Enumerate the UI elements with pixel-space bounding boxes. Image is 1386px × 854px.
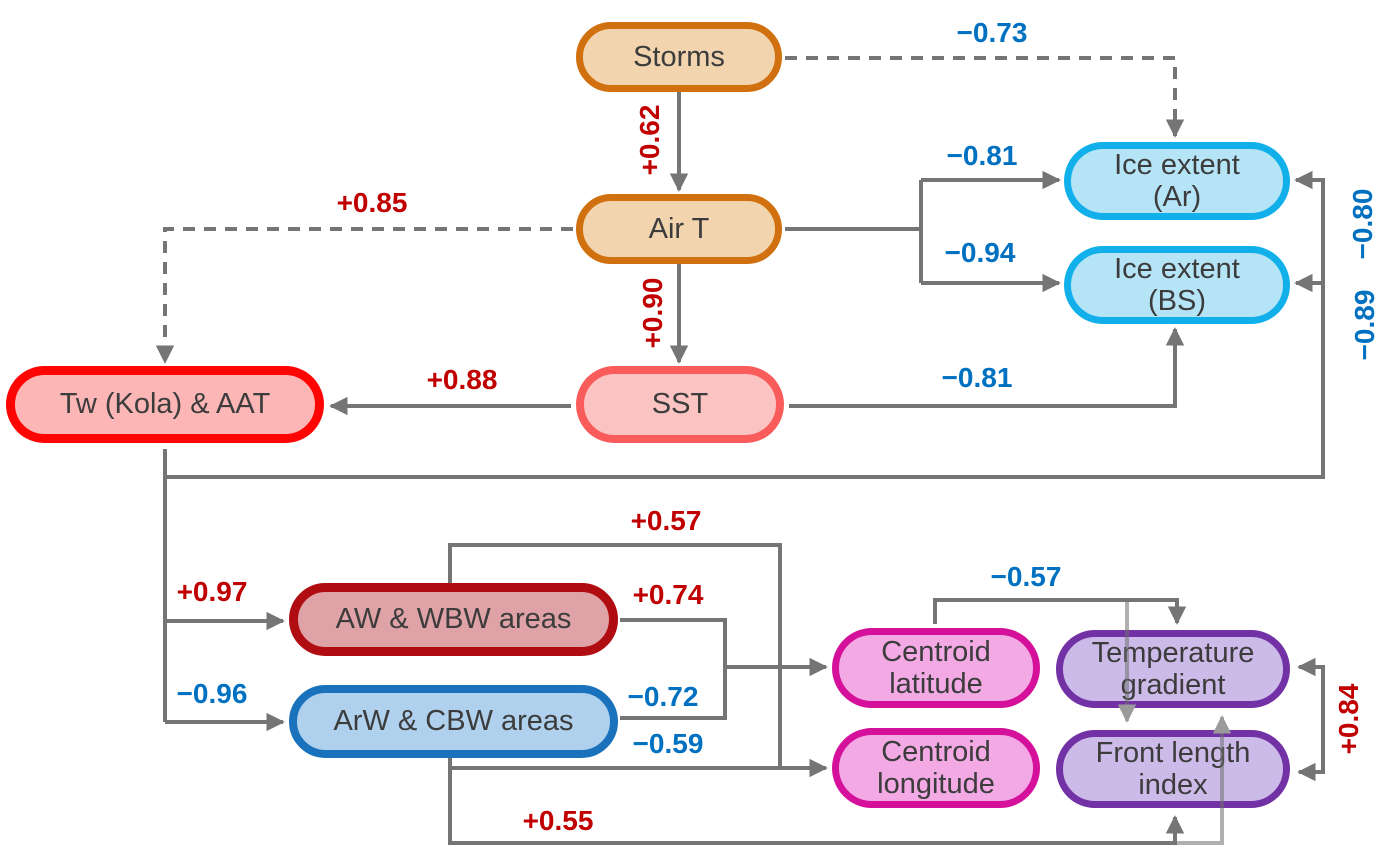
node-ice-extent-bs: Ice extent (BS): [1064, 246, 1290, 324]
edge-label-aw-clon: +0.57: [630, 505, 702, 536]
edge-tgrad-flen-bracket-a: [1297, 657, 1325, 772]
edge-label-storms-icear: −0.73: [956, 17, 1028, 48]
edge-aw-clon: [448, 543, 782, 768]
edge-airt-tw: [155, 227, 573, 364]
node-sst: SST: [576, 366, 784, 443]
edge-label-storms-airt: +0.62: [634, 104, 665, 176]
edge-label-arw-clat: −0.72: [627, 681, 699, 712]
node-centroid-longitude: Centroid longitude: [832, 728, 1040, 808]
edge-tgrad-flen-bracket-b: [1297, 667, 1325, 782]
node-arw-cbw-areas: ArW & CBW areas: [289, 685, 618, 758]
edge-tw-icear: [165, 170, 1325, 479]
edge-storms-icear: [785, 56, 1185, 138]
edge-sst-icebs: [789, 327, 1185, 408]
edge-label-tw-aw: +0.97: [176, 576, 248, 607]
edge-label-arw-flen: +0.55: [522, 805, 594, 836]
edge-label-tw-icebs: −0.89: [1349, 289, 1380, 361]
node-aw-wbw-areas: AW & WBW areas: [289, 583, 618, 656]
node-ice-extent-ar: Ice extent (Ar): [1064, 142, 1290, 220]
edge-label-tgrad-flen: +0.84: [1333, 683, 1364, 755]
edge-label-airt-icear: −0.81: [946, 140, 1018, 171]
edge-label-clat-tgrad: −0.57: [990, 561, 1062, 592]
edge-label-airt-icebs: −0.94: [944, 237, 1016, 268]
edge-label-aw-clat: +0.74: [632, 579, 704, 610]
node-centroid-latitude: Centroid latitude: [832, 628, 1040, 708]
node-air-t: Air T: [576, 194, 782, 264]
edge-label-sst-tw: +0.88: [426, 364, 498, 395]
edge-label-airt-sst: +0.90: [637, 277, 668, 349]
edge-label-arw-clon: −0.59: [632, 728, 704, 759]
edge-label-tw-icear: −0.80: [1347, 188, 1378, 260]
edge-label-tw-arw: −0.96: [176, 678, 248, 709]
edge-airt-trunk: [785, 180, 923, 283]
node-front-length-index: Front length index: [1056, 730, 1290, 808]
edge-clat-tgrad: [933, 598, 1187, 625]
node-storms: Storms: [576, 22, 782, 92]
node-tw-kola-aat: Tw (Kola) & AAT: [6, 366, 324, 443]
edge-label-airt-tw: +0.85: [336, 187, 408, 218]
edge-aw-clat: [620, 618, 727, 720]
edge-label-sst-icebs: −0.81: [941, 362, 1013, 393]
node-temperature-gradient: Temperature gradient: [1056, 630, 1290, 708]
